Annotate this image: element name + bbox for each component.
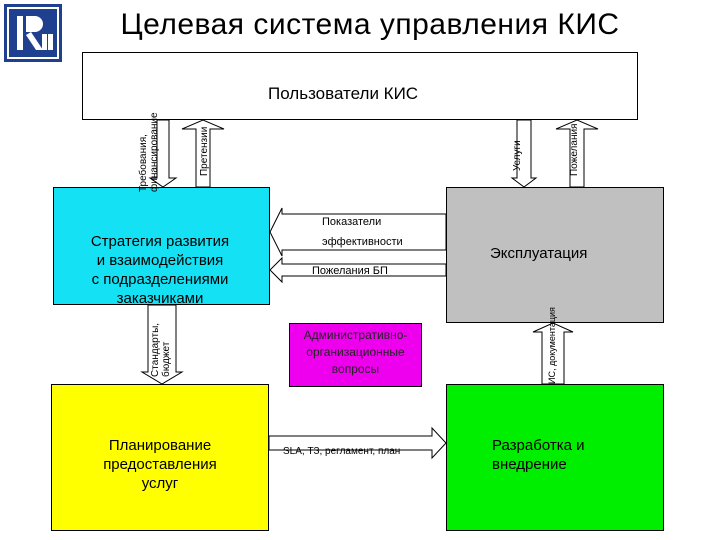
page-title: Целевая система управления КИС xyxy=(120,8,620,41)
arrow-sla xyxy=(268,426,447,460)
label-standards-line: Стандарты, xyxy=(150,322,161,377)
label-wishes-bp: Пожелания БП xyxy=(312,265,388,277)
strategy-line: с подразделениями xyxy=(91,271,229,288)
label-claims: Претензии xyxy=(199,126,210,176)
exploitation-label: Эксплуатация xyxy=(490,245,588,262)
label-requirements-line: финансирование xyxy=(149,112,160,192)
arrow-standards xyxy=(140,304,184,385)
admin-line: организационные xyxy=(306,345,405,359)
arrow-kpi xyxy=(269,207,447,257)
label-standards-line: бюджет xyxy=(161,341,172,377)
development-text: Разработка и внедрение xyxy=(492,436,585,474)
development-box xyxy=(446,384,664,531)
arrow-claims xyxy=(181,119,225,188)
label-kpi-2: эффективности xyxy=(322,236,403,248)
planning-line: услуг xyxy=(141,475,179,492)
development-line: Разработка и xyxy=(492,437,585,454)
label-is-docs: ИС, документация xyxy=(547,307,557,384)
planning-line: предоставления xyxy=(103,456,217,473)
label-requirements-line: Требования, xyxy=(138,134,149,192)
university-logo-icon xyxy=(4,4,62,62)
development-line: внедрение xyxy=(492,456,567,473)
arrow-wishes xyxy=(555,119,599,188)
label-requirements: Требования, финансирование xyxy=(138,112,162,192)
strategy-box xyxy=(53,187,270,305)
strategy-text: Стратегия развития и взаимодействия с по… xyxy=(60,232,260,308)
admin-box xyxy=(289,323,422,387)
arrow-wishes-bp xyxy=(269,256,447,284)
label-standards: Стандарты, бюджет xyxy=(150,317,174,377)
planning-text: Планирование предоставления услуг xyxy=(60,436,260,493)
users-box xyxy=(82,52,638,120)
users-label: Пользователи КИС xyxy=(268,84,419,103)
label-wishes: Пожелания xyxy=(569,123,580,176)
strategy-line: Стратегия развития xyxy=(90,233,230,250)
planning-box xyxy=(51,384,269,531)
strategy-line: заказчиками xyxy=(116,290,204,307)
label-kpi-1: Показатели xyxy=(322,216,382,228)
admin-line: вопросы xyxy=(331,362,380,376)
label-services: Услуги xyxy=(512,140,523,171)
arrow-services xyxy=(510,119,538,188)
arrow-requirements xyxy=(148,119,178,188)
admin-line: Административно- xyxy=(303,328,408,342)
planning-line: Планирование xyxy=(108,437,212,454)
arrow-is-docs xyxy=(532,322,574,385)
exploitation-box xyxy=(446,187,664,323)
strategy-line: и взаимодействия xyxy=(96,252,224,269)
admin-text: Административно- организационные вопросы xyxy=(289,327,422,378)
label-sla: SLA, ТЗ, регламент, план xyxy=(283,446,401,457)
